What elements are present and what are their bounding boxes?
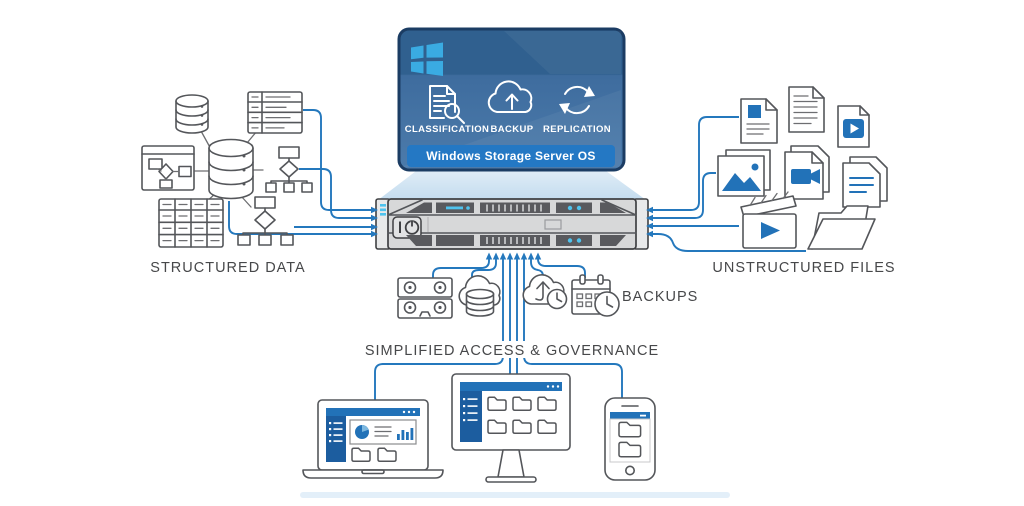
os-card: CLASSIFICATION BACKUP REPLICATION Window… xyxy=(397,27,626,172)
structured-data-connectors xyxy=(228,109,378,238)
ground-glow xyxy=(300,492,730,498)
unstructured-files-group: UNSTRUCTURED FILES xyxy=(712,86,895,276)
vent-slots-top xyxy=(486,204,542,212)
film-clapper-icon xyxy=(740,191,797,249)
unstructured-files-connectors xyxy=(646,116,806,252)
text-document-icon xyxy=(788,86,825,133)
calendar-clock-icon xyxy=(571,274,620,317)
document-search-icon xyxy=(429,85,465,124)
cloud-upload-icon xyxy=(487,80,533,113)
desktop-monitor xyxy=(451,373,571,483)
structured-data-label: STRUCTURED DATA xyxy=(150,260,305,276)
structured-data-group: STRUCTURED DATA xyxy=(141,91,313,276)
cloud-database-icon xyxy=(458,275,501,317)
governance-label: SIMPLIFIED ACCESS & GOVERNANCE xyxy=(365,343,659,359)
text-document-stack-icon xyxy=(842,156,888,208)
org-chart-icon xyxy=(265,146,313,193)
tape-drives-icon xyxy=(397,277,453,319)
database-main-icon xyxy=(208,138,254,200)
video-file-icon xyxy=(837,105,870,148)
backups-label: BACKUPS xyxy=(622,289,698,305)
left-ear-leds xyxy=(380,204,386,216)
table-list-icon xyxy=(247,91,303,134)
laptop xyxy=(302,399,444,479)
image-document-icon xyxy=(740,98,778,144)
projection-beam xyxy=(378,168,646,200)
unstructured-files-label: UNSTRUCTURED FILES xyxy=(712,260,895,276)
cluster-links xyxy=(194,130,264,208)
photo-stack-icon xyxy=(717,149,771,197)
table-grid-icon xyxy=(158,198,224,248)
os-title: Windows Storage Server OS xyxy=(426,149,595,163)
os-card-banner: Windows Storage Server OS xyxy=(407,145,615,167)
server-downlink-lines xyxy=(374,252,623,400)
laptop-sidebar-items xyxy=(329,422,343,443)
governance-label-group: SIMPLIFIED ACCESS & GOVERNANCE xyxy=(365,341,659,359)
query-window-icon xyxy=(141,145,195,191)
server-power-button xyxy=(392,216,422,239)
smartphone xyxy=(604,397,656,481)
sync-arrows-icon xyxy=(559,85,595,115)
feature-label-replication: REPLICATION xyxy=(543,124,611,135)
feature-label-backup: BACKUP xyxy=(490,124,533,135)
feature-label-classification: CLASSIFICATION xyxy=(405,124,490,135)
database-small-icon xyxy=(175,94,209,134)
org-chart-large-icon xyxy=(237,196,294,246)
storage-server-rack xyxy=(375,198,649,250)
monitor-sidebar-items xyxy=(463,398,478,422)
cloud-upload-clock-icon xyxy=(522,274,568,310)
vent-slots-bottom xyxy=(486,237,542,244)
backups-group: BACKUPS xyxy=(397,274,698,319)
laptop-dashboard xyxy=(349,419,417,445)
windows-logo-icon xyxy=(411,42,443,76)
open-folder-icon xyxy=(807,205,876,250)
video-document-icon xyxy=(784,145,830,200)
